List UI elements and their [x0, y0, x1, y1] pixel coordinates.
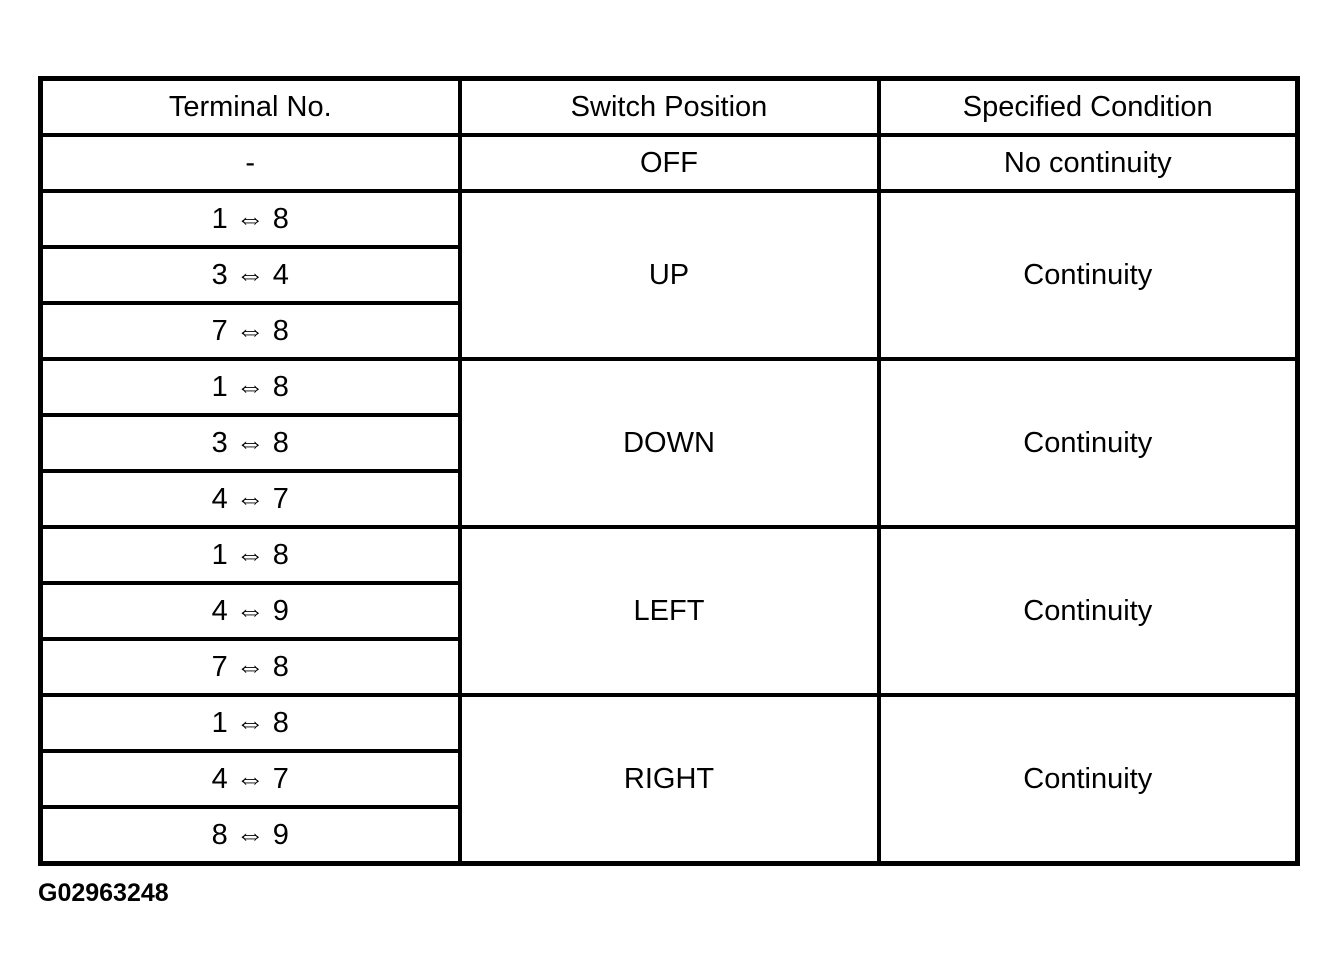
cell-switch-position-right: RIGHT [457, 693, 881, 866]
table-row: 4 ⇔ 7 [38, 469, 1298, 529]
cell-condition-off: No continuity [876, 133, 1300, 193]
cell-switch-position-up: UP [457, 189, 881, 361]
cell-terminal: 8 ⇔ 9 [38, 805, 462, 866]
header-terminal-no: Terminal No. [38, 76, 462, 137]
table-row: 1 ⇔ 8 DOWN Continuity [38, 357, 1300, 529]
table-row: 1 ⇔ 8 LEFT Continuity [38, 525, 1300, 697]
cell-terminal: 4 ⇔ 7 [38, 469, 462, 529]
cell-condition-up: Continuity [876, 189, 1300, 361]
continuity-spec-table: Terminal No. Switch Position Specified C… [38, 76, 1300, 866]
cell-terminal: - [38, 133, 462, 193]
cell-terminal: 1 ⇔ 8 [38, 189, 462, 249]
cell-terminal: 3 ⇔ 4 [38, 245, 462, 305]
header-specified-condition: Specified Condition [876, 76, 1300, 137]
table-row: 1 ⇔ 8 UP Continuity [38, 189, 1300, 361]
table-row: 4 ⇔ 9 [38, 581, 1298, 641]
header-switch-position: Switch Position [457, 76, 881, 137]
cell-switch-position-off: OFF [457, 133, 881, 193]
cell-terminal: 4 ⇔ 9 [38, 581, 462, 641]
cell-condition-right: Continuity [876, 693, 1300, 866]
continuity-spec-table-container: Terminal No. Switch Position Specified C… [38, 76, 1300, 866]
cell-terminal: 7 ⇔ 8 [38, 301, 462, 361]
figure-id-label: G02963248 [38, 879, 169, 907]
cell-terminal: 1 ⇔ 8 [38, 357, 462, 417]
cell-switch-position-left: LEFT [457, 525, 881, 697]
cell-terminal: 3 ⇔ 8 [38, 413, 462, 473]
table-row: 3 ⇔ 4 [38, 245, 1298, 305]
cell-terminal: 7 ⇔ 8 [38, 637, 462, 697]
cell-condition-left: Continuity [876, 525, 1300, 697]
cell-terminal: 4 ⇔ 7 [38, 749, 462, 809]
cell-terminal: 1 ⇔ 8 [38, 693, 462, 753]
header-row: Terminal No. Switch Position Specified C… [38, 76, 1300, 137]
table-row: 1 ⇔ 8 RIGHT Continuity [38, 693, 1300, 866]
table-row: 4 ⇔ 7 [38, 749, 1298, 809]
cell-switch-position-down: DOWN [457, 357, 881, 529]
cell-condition-down: Continuity [876, 357, 1300, 529]
table-row: 7 ⇔ 8 [38, 637, 1298, 697]
table-row: 3 ⇔ 8 [38, 413, 1298, 473]
table-row: 8 ⇔ 9 [38, 805, 1298, 866]
table-row: 7 ⇔ 8 [38, 301, 1298, 361]
cell-terminal: 1 ⇔ 8 [38, 525, 462, 585]
off-row: - OFF No continuity [38, 133, 1300, 193]
